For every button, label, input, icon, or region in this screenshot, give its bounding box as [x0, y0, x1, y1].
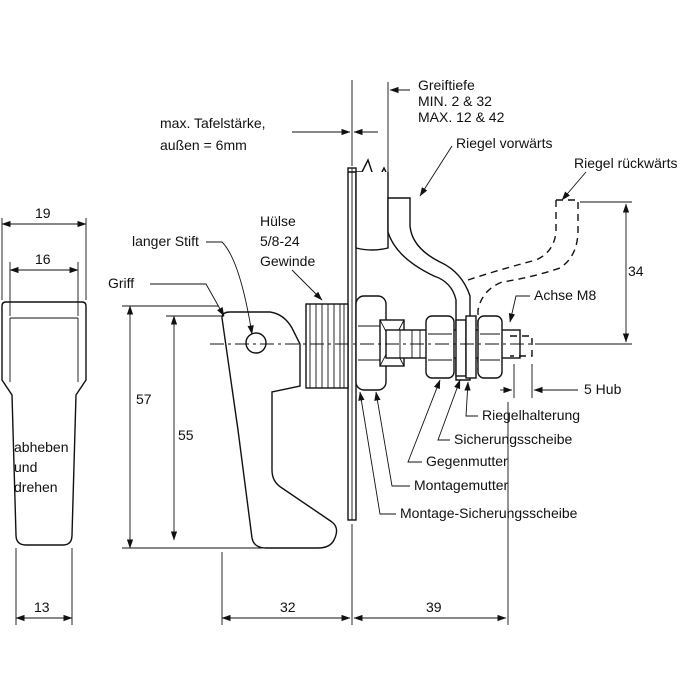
label-lift-1: abheben: [14, 439, 69, 455]
label-lift-3: drehen: [14, 479, 58, 495]
label-bolt-back: Riegel rückwärts: [574, 155, 677, 171]
sleeve: [305, 303, 349, 389]
dim-34: 34: [628, 263, 644, 279]
bolt-backward-dashed: [467, 199, 579, 370]
dim-32: 32: [280, 599, 296, 615]
label-lift-2: und: [14, 459, 37, 475]
label-lock-washer: Sicherungsscheibe: [454, 431, 573, 447]
label-stroke: 5 Hub: [584, 381, 622, 397]
label-grip-title: Greiftiefe: [418, 77, 475, 93]
front-view: 19 16 13 abheben und drehen: [1, 205, 87, 625]
front-view-cap-inner: [9, 317, 79, 382]
dim-16: 16: [35, 251, 51, 267]
bolt-forward: [387, 197, 471, 381]
main-dimensions: 57 55 32 39 34: [122, 201, 644, 625]
dim-13: 13: [34, 599, 50, 615]
dim-55: 55: [178, 427, 194, 443]
dim-19: 19: [35, 205, 51, 221]
label-sleeve-3: Gewinde: [260, 253, 315, 269]
long-pin-circle: [245, 332, 267, 354]
dim-57: 57: [136, 391, 152, 407]
side-view: [210, 158, 620, 549]
label-long-pin: langer Stift: [132, 233, 199, 249]
label-grip-min: MIN. 2 & 32: [418, 93, 492, 109]
label-axis: Achse M8: [534, 287, 596, 303]
label-mount-washer: Montage-Sicherungsscheibe: [400, 505, 578, 521]
label-panel-2: außen = 6mm: [160, 137, 247, 153]
label-sleeve-1: Hülse: [260, 213, 296, 229]
front-view-handle: [1, 301, 87, 546]
label-mount-nut: Montagemutter: [414, 477, 508, 493]
label-bolt-holder: Riegelhalterung: [482, 407, 580, 423]
label-counter-nut: Gegenmutter: [426, 453, 508, 469]
label-panel-1: max. Tafelstärke,: [160, 115, 266, 131]
dim-39: 39: [426, 599, 442, 615]
label-grip-max: MAX. 12 & 42: [418, 109, 505, 125]
label-bolt-forward: Riegel vorwärts: [456, 135, 552, 151]
counter-nut: [425, 315, 455, 379]
callouts: Riegel vorwärts Riegel rückwärts Hülse 5…: [108, 135, 677, 521]
top-dimensions: max. Tafelstärke, außen = 6mm Greiftiefe…: [160, 77, 505, 196]
label-handle: Griff: [108, 275, 134, 291]
label-sleeve-2: 5/8-24: [260, 233, 300, 249]
